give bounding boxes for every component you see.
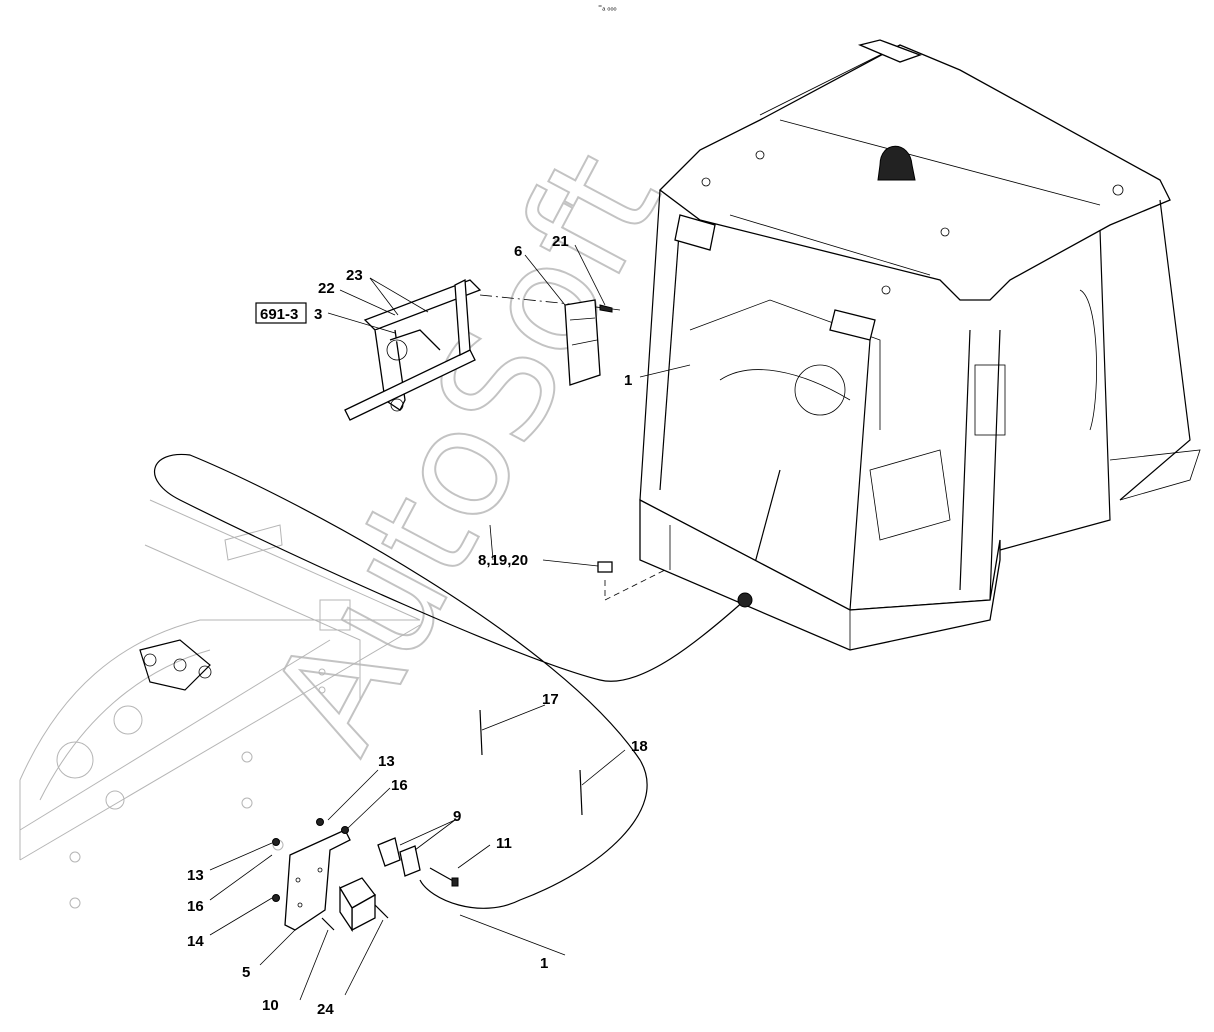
callout-14: 14 (187, 933, 204, 950)
callout-18: 18 (631, 738, 648, 755)
callout-16-lower: 16 (187, 898, 204, 915)
reference-box: 691-3 (255, 302, 307, 324)
mirror-bracket-assembly (344, 278, 621, 421)
callout-1-upper: 1 (624, 372, 632, 389)
callout-5: 5 (242, 964, 250, 981)
callout-10: 10 (262, 997, 279, 1014)
callout-22: 22 (318, 280, 335, 297)
mounting-plate-assembly (272, 709, 583, 933)
leader-lines (209, 244, 691, 1001)
machine-frame (19, 499, 421, 909)
callout-13-lower: 13 (187, 867, 204, 884)
callout-8-19-20: 8,19,20 (478, 552, 528, 569)
callout-9: 9 (453, 808, 461, 825)
callout-24: 24 (317, 1001, 334, 1018)
callout-13-upper: 13 (378, 753, 395, 770)
callout-1-lower: 1 (540, 955, 548, 972)
callout-11: 11 (496, 835, 512, 852)
callout-3: 3 (314, 306, 322, 323)
callout-6: 6 (514, 243, 522, 260)
operator-cab (597, 39, 1201, 651)
callout-16-upper: 16 (391, 777, 408, 794)
header-code: ⁼ₐ ₒₒₒ (598, 3, 616, 12)
callout-21: 21 (552, 233, 569, 250)
callout-17: 17 (542, 691, 559, 708)
callout-23: 23 (346, 267, 363, 284)
callout-labels: 1 1 3 5 6 8,19,20 9 10 11 13 13 14 16 16… (187, 233, 648, 1018)
svg-text:691-3: 691-3 (260, 306, 298, 323)
